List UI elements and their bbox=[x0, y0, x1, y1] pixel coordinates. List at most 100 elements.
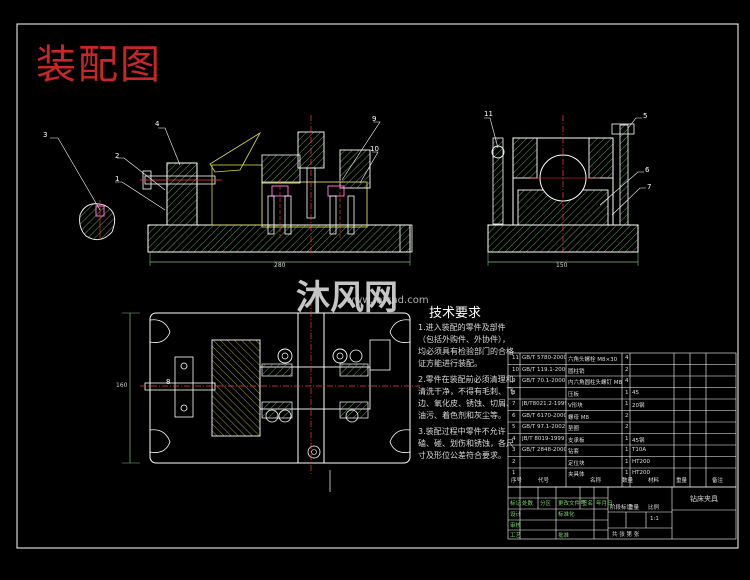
bom-cell-qty: 1 bbox=[625, 435, 629, 442]
tb-label-standard: 标准化 bbox=[558, 512, 575, 518]
bom-cell-material: 45钢 bbox=[632, 437, 645, 444]
bom-cell-qty: 1 bbox=[625, 401, 629, 407]
bom-cell-material: 20钢 bbox=[632, 403, 645, 409]
top-view bbox=[122, 300, 420, 492]
bom-cell-no: 3 bbox=[512, 447, 516, 453]
tech-requirements-heading: 技术要求 bbox=[429, 306, 482, 321]
bom-cell-qty: 2 bbox=[625, 412, 629, 419]
part-label-7: 7 bbox=[647, 183, 652, 191]
bom-header-no: 序号 bbox=[511, 478, 523, 484]
tb-label-date: 年月日 bbox=[596, 501, 613, 507]
tb-label-review: 审核 bbox=[510, 523, 522, 529]
tb-scale: 1:1 bbox=[650, 516, 659, 522]
part-label-1: 1 bbox=[115, 175, 120, 183]
bom-cell-qty: 4 bbox=[625, 355, 629, 361]
watermark-url: www.mfcad.com bbox=[346, 295, 429, 306]
bom-cell-material: T10A bbox=[632, 447, 647, 453]
dim-side-width: 150 bbox=[556, 262, 568, 269]
tb-label-design: 设计 bbox=[510, 512, 522, 518]
bom-cell-name: 夹具体 bbox=[568, 472, 585, 478]
part-label-11: 11 bbox=[484, 110, 493, 118]
bom-cell-qty: 2 bbox=[625, 366, 629, 373]
tb-stage-label: 阶段标记 bbox=[610, 505, 633, 511]
bom-header-material: 材料 bbox=[648, 478, 660, 484]
bom-cell-no: 6 bbox=[512, 412, 516, 419]
bom-header-weight: 重量 bbox=[676, 478, 688, 484]
detail-view bbox=[79, 200, 116, 241]
bom-cell-name: 螺母 M8 bbox=[568, 414, 589, 421]
bom-cell-name: 圆柱销 bbox=[568, 368, 585, 375]
watermark-brand: 沐风网 bbox=[296, 278, 398, 318]
bom-cell-name: 压板 bbox=[568, 391, 580, 398]
bom-cell-name: 支承板 bbox=[568, 437, 585, 444]
part-label-4: 4 bbox=[155, 120, 160, 128]
bom-cell-qty: 2 bbox=[625, 424, 629, 430]
drawing-title: 装配图 bbox=[36, 42, 162, 88]
tb-weight-label: 重量 bbox=[628, 505, 640, 511]
tb-label-change: 更改文件号 bbox=[558, 501, 586, 507]
bom-cell-name: 六角头螺栓 M8×30 bbox=[568, 357, 618, 363]
bom-header-note: 备注 bbox=[712, 478, 724, 484]
bom-cell-material: HT200 bbox=[632, 458, 650, 465]
part-label-8: 8 bbox=[166, 378, 171, 386]
bom-cell-qty: 1 bbox=[625, 389, 629, 396]
dim-front-width: 280 bbox=[274, 262, 286, 269]
bom-cell-no: 2 bbox=[512, 458, 516, 465]
bom-cell-code: GB/T 119.1-2000 bbox=[522, 366, 566, 373]
bom-cell-code: JB/T8021.2-1999 bbox=[522, 401, 566, 407]
tech-note-3: 3.装配过程中零件不允许磕、碰、划伤和锈蚀，各尺寸及形位公差符合要求。 bbox=[418, 427, 514, 460]
bom-cell-name: 钻套 bbox=[568, 449, 580, 455]
bom-cell-qty: 1 bbox=[625, 447, 629, 453]
bom-cell-no: 11 bbox=[512, 355, 519, 361]
side-view bbox=[487, 115, 639, 266]
bom-header-qty: 数量 bbox=[622, 478, 634, 484]
title-block bbox=[507, 486, 737, 540]
tb-label-sign: 签名 bbox=[582, 501, 594, 507]
bom-cell-no: 10 bbox=[512, 366, 519, 373]
tech-note-1: 1.进入装配的零件及部件（包括外购件、外协件），均必须具有检验部门的合格证方能进… bbox=[418, 323, 514, 368]
bom-cell-no: 8 bbox=[512, 389, 516, 396]
tech-note-2: 2.零件在装配前必须清理和清洗干净，不得有毛刺、飞边、氧化皮、锈蚀、切屑、油污、… bbox=[418, 375, 514, 420]
tb-drawing-name: 钻床夹具 bbox=[690, 495, 718, 503]
bom-cell-no: 1 bbox=[512, 470, 516, 476]
bom-cell-code: GB/T 2848-2000 bbox=[522, 447, 566, 453]
bom-cell-qty: 4 bbox=[625, 378, 629, 384]
bom-table bbox=[507, 352, 737, 488]
tb-label-approve: 批准 bbox=[558, 533, 570, 539]
sheet-border bbox=[16, 23, 739, 549]
tb-label-mark: 标记 bbox=[510, 501, 522, 507]
bom-cell-no: 7 bbox=[512, 401, 516, 407]
leader-lines bbox=[50, 117, 646, 216]
part-label-6: 6 bbox=[645, 166, 650, 174]
bom-header-code: 代号 bbox=[538, 478, 550, 484]
bom-cell-code: GB/T 6170-2000 bbox=[522, 412, 566, 419]
bom-cell-no: 4 bbox=[512, 435, 516, 442]
part-label-9: 9 bbox=[372, 115, 377, 123]
bom-cell-code: GB/T 70.1-2000 bbox=[522, 378, 566, 384]
bom-cell-material: 45 bbox=[632, 389, 639, 396]
tb-label-zone: 分区 bbox=[540, 501, 552, 507]
dim-top-height: 160 bbox=[116, 382, 128, 389]
bom-cell-qty: 1 bbox=[625, 458, 629, 465]
bom-cell-name: 内六角圆柱头螺钉 M8×25 bbox=[568, 380, 622, 386]
tb-scale-label: 比例 bbox=[648, 505, 660, 511]
front-view bbox=[140, 115, 413, 266]
bom-cell-name: 垫圈 bbox=[568, 426, 580, 432]
bom-cell-code: JB/T 8019-1999 bbox=[522, 435, 565, 442]
bom-cell-name: V形块 bbox=[568, 403, 583, 409]
part-label-5: 5 bbox=[643, 112, 648, 120]
bom-cell-code: GB/T 97.1-2002 bbox=[522, 424, 566, 430]
tb-label-count: 处数 bbox=[522, 501, 534, 507]
bom-cell-material: HT200 bbox=[632, 470, 650, 476]
